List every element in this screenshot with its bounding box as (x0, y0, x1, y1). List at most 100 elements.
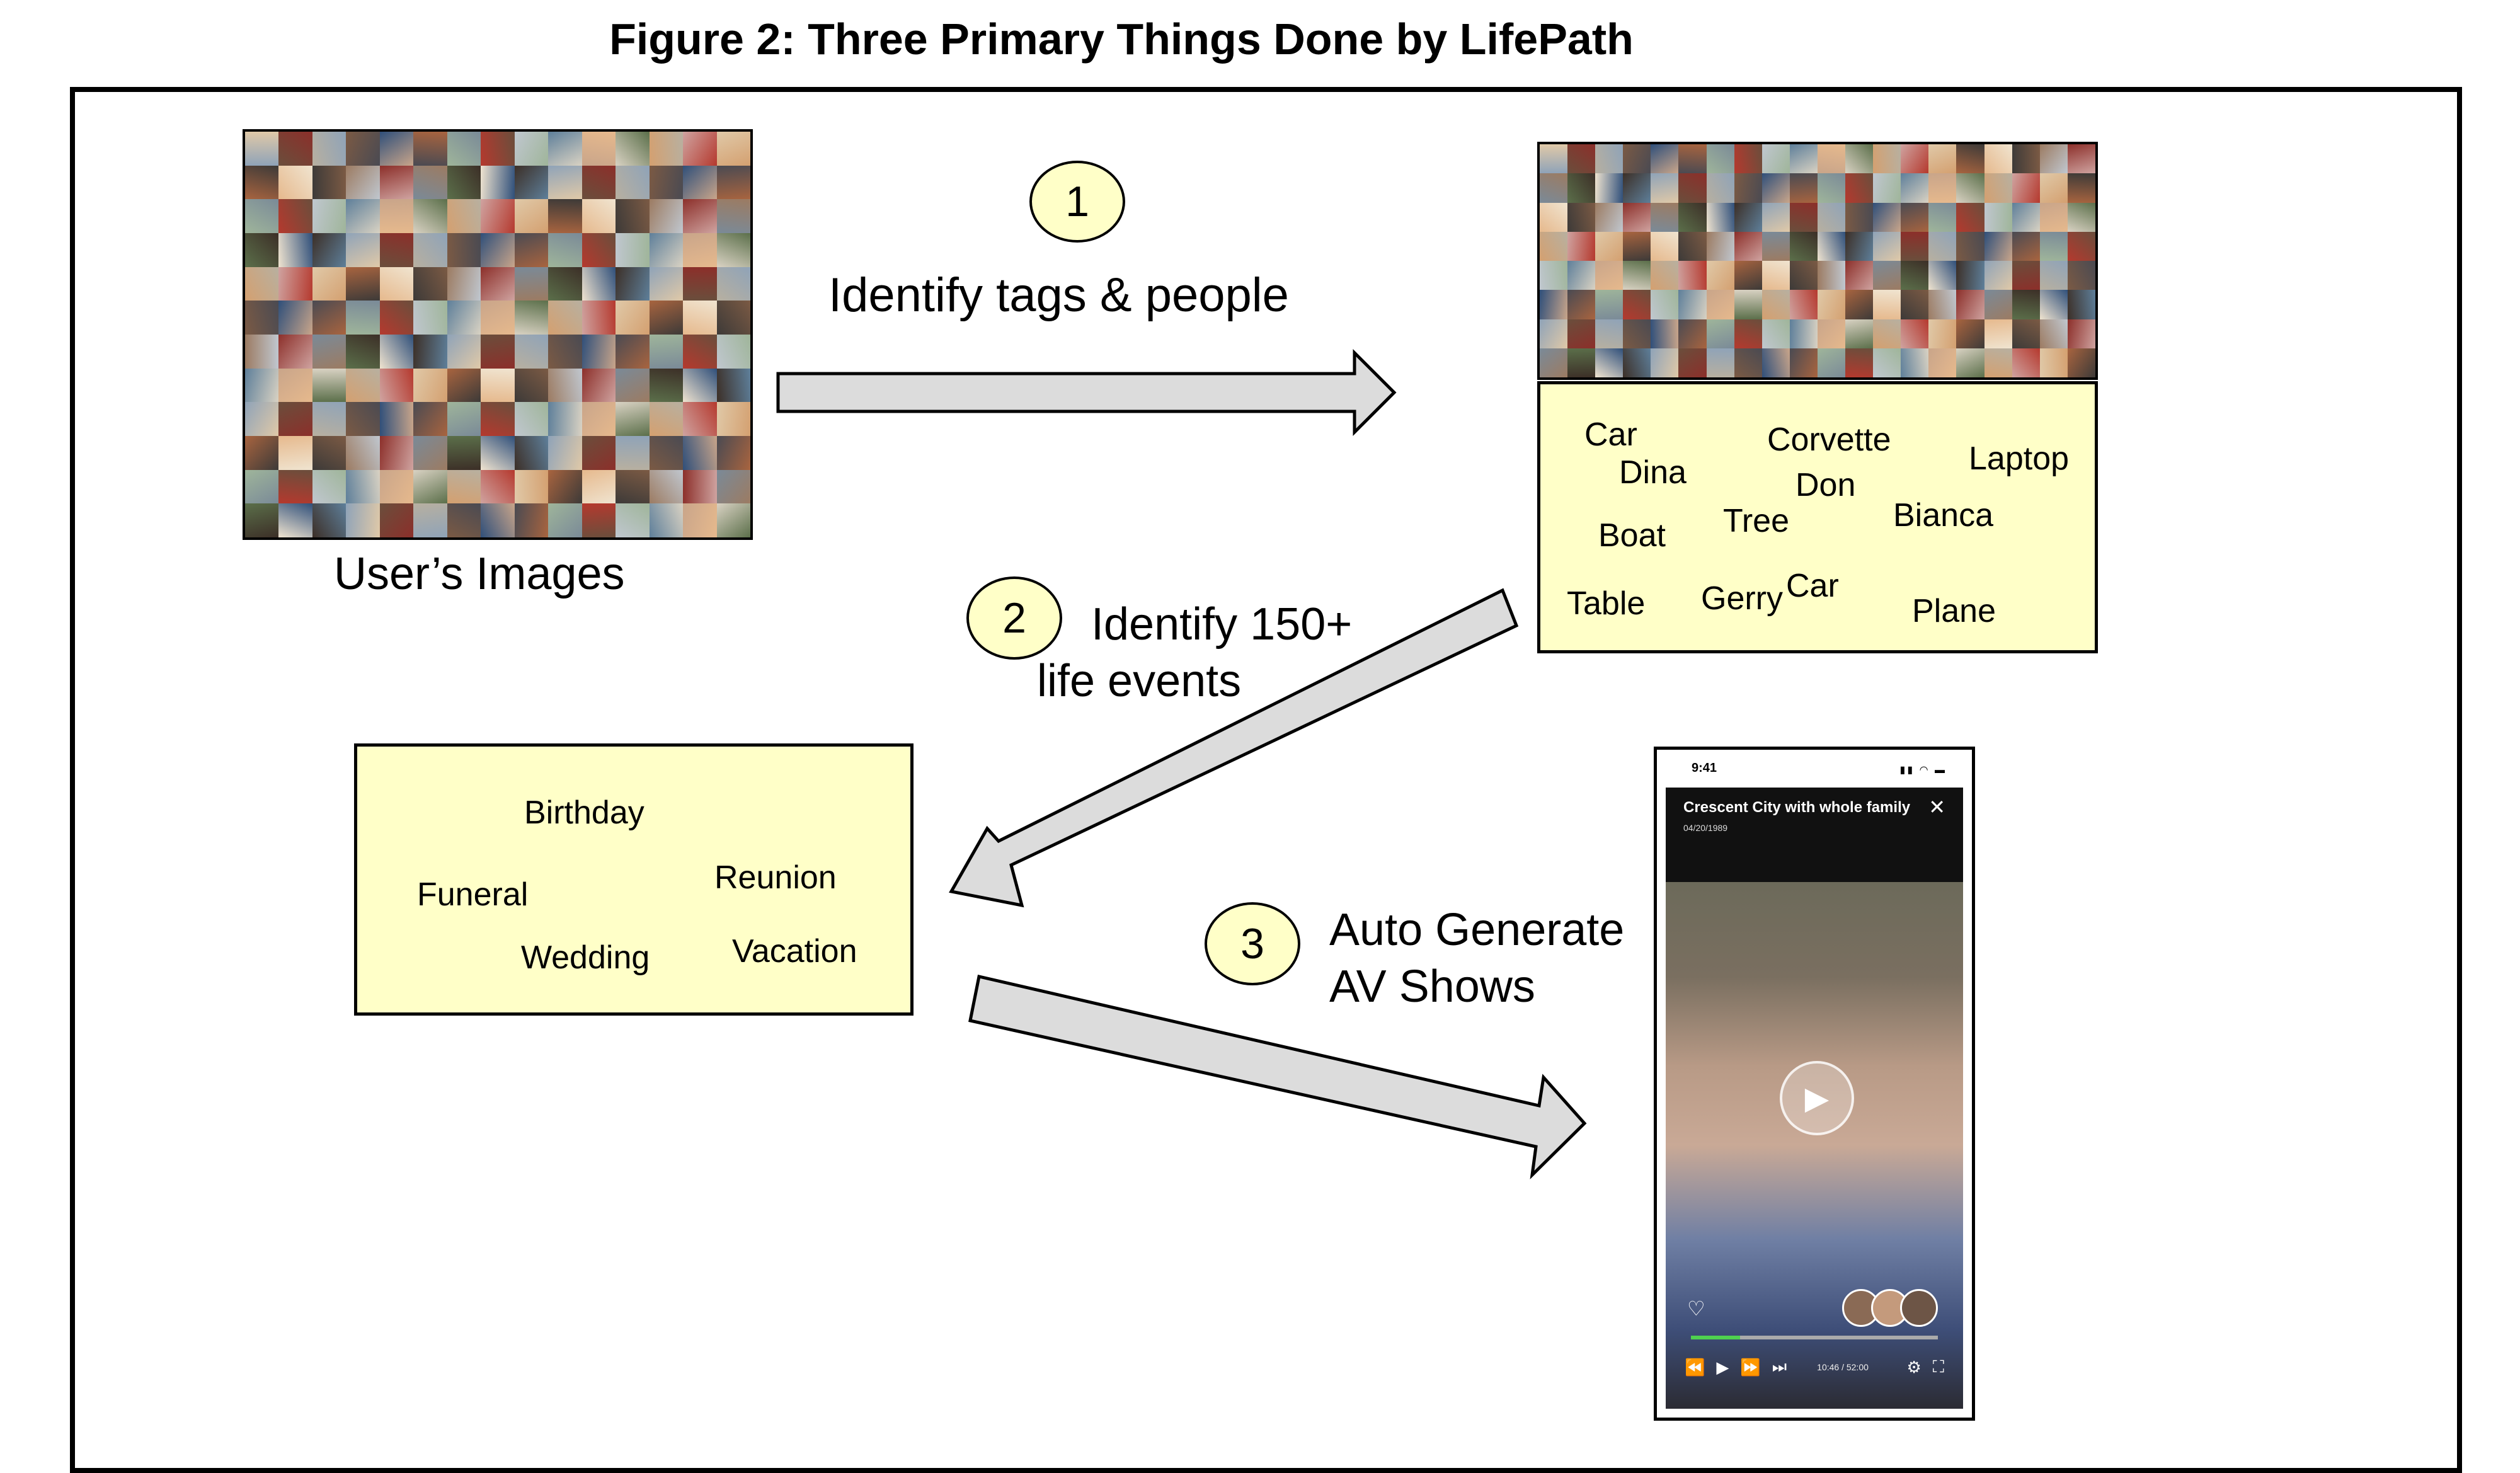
photo-tile (1984, 202, 2012, 232)
photo-tile (1817, 261, 1846, 290)
photo-tile (245, 402, 279, 436)
photo-tile (312, 233, 346, 267)
show-photo (1666, 882, 1963, 1409)
photo-tile (1678, 202, 1707, 232)
photo-tile (1956, 231, 1984, 261)
photo-tile (413, 165, 447, 200)
photo-tile (716, 301, 750, 335)
photo-tile (2012, 261, 2040, 290)
photo-tile (1928, 319, 1957, 348)
photo-tile (1540, 231, 1568, 261)
photo-tile (447, 402, 481, 436)
photo-tile (346, 503, 380, 537)
photo-tile (1984, 290, 2012, 319)
step-3-number: 3 (1240, 920, 1264, 968)
arrow-step-3 (968, 974, 1587, 1179)
photo-tile (548, 132, 582, 166)
photo-tile (481, 233, 515, 267)
photo-tile (245, 199, 279, 233)
photo-tile (1567, 261, 1596, 290)
photo-tile (514, 132, 549, 166)
play-icon[interactable]: ▶ (1780, 1060, 1854, 1135)
photo-tile (481, 436, 515, 470)
photo-tile (346, 335, 380, 369)
photo-tile (716, 469, 750, 504)
photo-tile (379, 301, 414, 335)
photo-tile (1623, 290, 1651, 319)
heart-icon[interactable]: ♡ (1687, 1297, 1705, 1320)
photo-tile (312, 436, 346, 470)
photo-tile (1928, 231, 1957, 261)
photo-tile (514, 199, 549, 233)
photo-tile (1623, 202, 1651, 232)
photo-tile (379, 199, 414, 233)
photo-tile (312, 132, 346, 166)
photo-tile (1706, 290, 1734, 319)
arrow-step-2 (949, 588, 1519, 908)
photo-tile (1873, 348, 1901, 377)
step-1-circle: 1 (1029, 161, 1125, 243)
tag-item: Table (1567, 585, 1646, 622)
photo-tile (1845, 261, 1874, 290)
skip-icon[interactable]: ⏭ (1772, 1357, 1787, 1376)
photo-tile (581, 368, 616, 403)
photo-tile (2039, 261, 2068, 290)
photo-tile (616, 402, 650, 436)
photo-tile (548, 267, 582, 301)
photo-tile (346, 402, 380, 436)
photo-tile (649, 132, 684, 166)
photo-tile (1817, 319, 1846, 348)
step-2-label-line1: Identify 150+ (1091, 599, 1353, 650)
step-1-number: 1 (1065, 178, 1089, 226)
photo-tile (1595, 231, 1624, 261)
photo-tile (346, 301, 380, 335)
photo-tile (1651, 261, 1679, 290)
photo-tile (1817, 144, 1846, 174)
photo-tile (2067, 319, 2095, 348)
photo-tile (683, 335, 717, 369)
gear-icon[interactable]: ⚙ (1906, 1357, 1922, 1377)
photo-tile (413, 469, 447, 504)
photo-tile (581, 199, 616, 233)
close-icon[interactable]: ✕ (1928, 796, 1945, 818)
photo-tile (1761, 202, 1790, 232)
photo-tile (481, 469, 515, 504)
life-event-item: Wedding (521, 939, 650, 976)
play-small-icon[interactable]: ▶ (1716, 1357, 1729, 1377)
step-1-label: Identify tags & people (828, 268, 1289, 322)
tag-item: Car (1786, 568, 1839, 604)
tag-item: Tree (1723, 503, 1789, 539)
photo-tile (1789, 231, 1818, 261)
photo-tile (616, 503, 650, 537)
photo-tile (1984, 319, 2012, 348)
photo-tile (616, 469, 650, 504)
photo-tile (1706, 144, 1734, 174)
photo-tile (1873, 231, 1901, 261)
photo-tile (447, 165, 481, 200)
photo-tile (683, 199, 717, 233)
progress-fill (1691, 1336, 1741, 1339)
photo-tile (1651, 231, 1679, 261)
photo-tile (2039, 348, 2068, 377)
photo-tile (683, 469, 717, 504)
av-show-phone: 9:41 ▮▮ ◠ ▬ Crescent City with whole fam… (1654, 747, 1975, 1421)
photo-tile (1845, 231, 1874, 261)
photo-tile (481, 267, 515, 301)
photo-tile (716, 267, 750, 301)
status-icons: ▮▮ ◠ ▬ (1899, 765, 1947, 776)
photo-tile (413, 368, 447, 403)
photo-tile (1817, 290, 1846, 319)
photo-tile (649, 233, 684, 267)
photo-tile (1595, 144, 1624, 174)
progress-bar[interactable] (1691, 1336, 1938, 1339)
photo-tile (581, 301, 616, 335)
photo-tile (581, 436, 616, 470)
forward-icon[interactable]: ⏩ (1740, 1357, 1761, 1377)
photo-tile (1651, 348, 1679, 377)
fullscreen-icon[interactable]: ⛶ (1932, 1357, 1944, 1376)
photo-tile (548, 199, 582, 233)
photo-tile (1595, 319, 1624, 348)
photo-tile (447, 132, 481, 166)
life-event-item: Reunion (714, 859, 837, 896)
rewind-icon[interactable]: ⏪ (1685, 1357, 1705, 1377)
